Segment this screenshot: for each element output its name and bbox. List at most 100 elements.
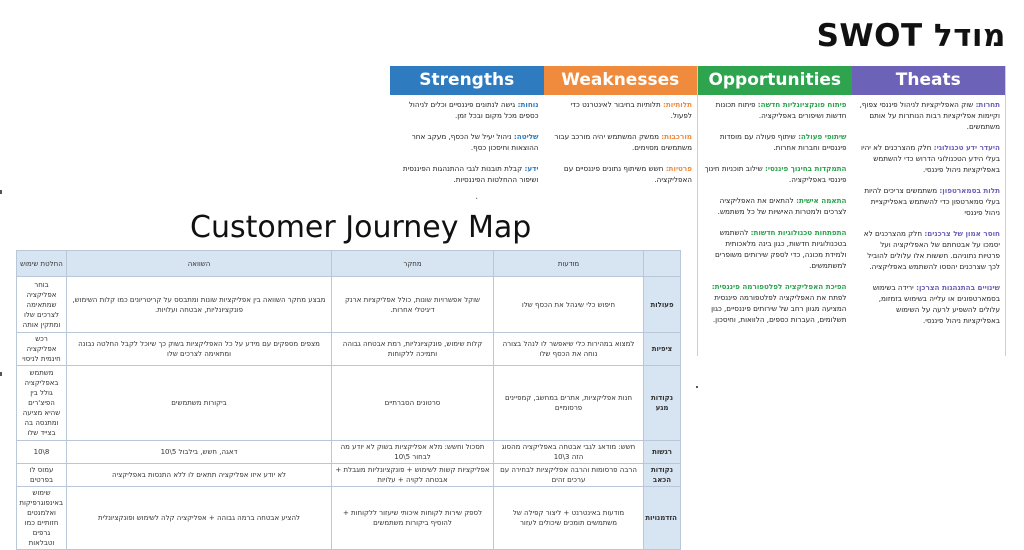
swot-item-label: פרטיות: <box>665 164 692 173</box>
swot-item: נגישות: מתאים בעלי חשבונות שאינם <box>396 195 538 199</box>
swot-item-text: חלק מהצרכנים לא יהיו בעלי הידע הטכנולוגי… <box>861 143 1000 174</box>
swot-item: נוחות: גישה לנתונים פיננסיים וכלים לניהו… <box>396 99 539 121</box>
cjm-cell: תסכול וחשש: מלא אפליקציות בשוק לא יודע מ… <box>331 440 494 464</box>
swot-body-strengths: נוחות: גישה לנתונים פיננסיים וכלים לניהו… <box>390 95 544 199</box>
page-mark <box>696 386 698 388</box>
cjm-cell: מבצע מחקר השוואה בין אפליקציות שונות ומת… <box>66 276 332 333</box>
cjm-cell: שימוש באינפוגרפיקות ואלמנטים חזותיים כמו… <box>16 486 67 550</box>
swot-item: שיתופי פעולה: שיתוף פעולה עם מוסדות פיננ… <box>704 131 847 153</box>
swot-item-label: שיתופי פעולה: <box>798 132 847 141</box>
swot-item-label: תחרות: <box>975 100 1000 109</box>
swot-header-weaknesses: Weaknesses <box>543 66 697 95</box>
swot-item-label: התפתחות טכנולוגיות חדשות: <box>750 228 847 237</box>
cjm-row-label: נקודות הכאב <box>643 463 681 487</box>
cjm-cell: עמוס לו בפרטים <box>16 463 67 487</box>
cjm-row-label: פעולות <box>643 276 681 333</box>
swot-body-weaknesses: תלותיות: תלותיות בחיבור לאינטרנט כדי לפע… <box>544 95 698 199</box>
cjm-header-comparison: השוואה <box>66 250 332 277</box>
swot-header-strengths: Strengths <box>390 66 544 95</box>
swot-item-label: התאמה אישית: <box>796 196 847 205</box>
swot-item: התפתחות טכנולוגיות חדשות: להשתמש בטכנולו… <box>704 227 847 271</box>
swot-item-label: חוסר אמון של צרכנים: <box>924 229 1000 238</box>
swot-column-weaknesses: Weaknesses תלותיות: תלותיות בחיבור לאינט… <box>543 66 698 356</box>
swot-item-text: תלותיות בחיבור לאינטרנט כדי לפעול. <box>570 100 692 120</box>
swot-item-text: שילוב תוכניות חינוך פיננסי באפליקציה. <box>704 164 847 184</box>
swot-table: Theats תחרות: שוק האפליקציות לניהול פיננ… <box>390 66 1006 356</box>
swot-item-text: שיתוף פעולה עם מוסדות פיננסיים וחברות אח… <box>719 132 847 152</box>
cjm-cell: לא יודע איזו אפליקציה תתאים לו ללא התנסו… <box>66 463 332 487</box>
cjm-header-awareness: מודעות <box>493 250 644 277</box>
cjm-cell: בוחר אפליקציה שמתאימה לצרכים שלו ומתקין … <box>16 276 67 333</box>
swot-item: התאמה אישית: להתאים את האפליקציה לצרכים … <box>704 195 847 217</box>
swot-item-text: גישה לנתונים פיננסיים וכלים לניהול כספים… <box>408 100 539 120</box>
swot-title: מודל SWOT <box>816 18 1006 54</box>
swot-header-opportunities: Opportunities <box>698 66 852 95</box>
swot-item-label: שליטה: <box>513 132 539 141</box>
swot-item-label: שינויים בהתנהגות הצרכן: <box>916 283 1000 292</box>
cjm-row-label: נקודות מגע <box>643 365 681 441</box>
swot-item: התמקדות בחינוך פיננסי: שילוב תוכניות חינ… <box>704 163 847 185</box>
swot-item-label: נוחות: <box>517 100 539 109</box>
swot-item: פיתוח פונקציונליות חדשה: פיתוח תכונות חד… <box>704 99 847 121</box>
swot-item-text: מתאים בעלי חשבונות שאינם <box>425 196 512 199</box>
swot-item: ידע: קבלת תובנות לגבי ההתנהגות הפיננסית … <box>396 163 539 185</box>
cjm-cell: אפליקציות קשות לשימוש + פונקציונליות מוג… <box>331 463 494 487</box>
swot-item-label: מורכבות: <box>661 132 692 141</box>
cjm-corner-cell <box>643 250 681 277</box>
swot-body-theats: תחרות: שוק האפליקציות לניהול פיננסי צפוף… <box>852 95 1006 326</box>
swot-item-label: תלות בסמארטפון: <box>939 186 1000 195</box>
page-mark <box>0 372 2 376</box>
swot-item-text: משתמשים צריכים להיות בעלי סמארטפון כדי ל… <box>864 186 1000 217</box>
swot-item-text: פיתוח תכונות חדשות ושיפורים באפליקציה. <box>715 100 847 120</box>
swot-item-text: ניהול יעיל של הכסף, מעקב אחר ההוצאות וחי… <box>411 132 539 152</box>
cjm-cell: משתמש באפליקציה גולל בין הפיצ'רים שהיא מ… <box>16 365 67 441</box>
swot-item: תלות בסמארטפון: משתמשים צריכים להיות בעל… <box>858 185 1000 218</box>
swot-column-strengths: Strengths נוחות: גישה לנתונים פיננסיים ו… <box>390 66 544 356</box>
cjm-cell: 8\10 <box>16 440 67 464</box>
swot-item-text: לפתח את האפליקציה לפלטפורמה פיננסית המצי… <box>711 293 847 324</box>
swot-item: היעדר ידע טכנולוגי: חלק מהצרכנים לא יהיו… <box>858 142 1000 175</box>
swot-item: פרטיות: חשש משיתוף נתונים פיננסיים עם הא… <box>550 163 692 185</box>
swot-item: שינויים בהתנהגות הצרכן: ירידה בשימוש בסמ… <box>858 282 1000 326</box>
cjm-cell: הרבה פרסומות והרבה אפליקציות לבחירה עם ע… <box>493 463 644 487</box>
swot-item-label: ידע: <box>524 164 539 173</box>
page-mark <box>0 190 2 194</box>
cjm-cell: מצפים מספקים עם מידע על כל האפליקציות בש… <box>66 332 332 366</box>
cjm-cell: להציע אבטחה ברמה גבוהה + אפליקציה קלה לש… <box>66 486 332 550</box>
cjm-cell: קלות שימוש, פונקציונליות, רמת אבטחה גבוה… <box>331 332 494 366</box>
cjm-cell: חשש: מודאג לגבי אבטחה באפליקציה מהסוג הז… <box>493 440 644 464</box>
swot-item-text: ירידה בשימוש בסמארטפונים או עלייה בשימוש… <box>872 283 1000 325</box>
cjm-title: Customer Journey Map <box>190 210 532 245</box>
cjm-cell: מודעות באינטרנט + ליצור קפילה של משתמשים… <box>493 486 644 550</box>
cjm-header-row: מודעות מחקר השוואה החלטת שימוש <box>16 250 681 277</box>
cjm-cell: דאגה, חשש, בילבול 5\10 <box>66 440 332 464</box>
cjm-cell: חנות אפליקציות, אתרים במחשב, קמפיינים פר… <box>493 365 644 441</box>
swot-item-label: תלותיות: <box>662 100 692 109</box>
cjm-header-research: מחקר <box>331 250 494 277</box>
cjm-header-decision: החלטת שימוש <box>16 250 67 277</box>
cjm-cell: ביקורות משתמשים <box>66 365 332 441</box>
swot-item-text: ממשק המשתמש יהיה מורכב עבור משתמשים מסוי… <box>554 132 692 152</box>
cjm-cell: רכש אפליקציה חינמית לניסוי <box>16 332 67 366</box>
swot-item: שליטה: ניהול יעיל של הכסף, מעקב אחר ההוצ… <box>396 131 539 153</box>
cjm-cell: סרטונים הסברתיים <box>331 365 494 441</box>
swot-item-label: פיתוח פונקציונליות חדשה: <box>757 100 847 109</box>
swot-item-label: היעדר ידע טכנולוגי: <box>933 143 1000 152</box>
swot-item-label: התמקדות בחינוך פיננסי: <box>765 164 847 173</box>
swot-item: תחרות: שוק האפליקציות לניהול פיננסי צפוף… <box>858 99 1000 132</box>
swot-item-text: חלק מהצרכנים לא יסמכו על אבטחתם של האפלי… <box>863 229 1000 271</box>
cjm-row-label: הזדמנויות <box>643 486 681 550</box>
swot-column-theats: Theats תחרות: שוק האפליקציות לניהול פיננ… <box>851 66 1006 356</box>
cjm-row-label: ציפיות <box>643 332 681 366</box>
swot-item-text: חשש משיתוף נתונים פיננסיים עם האפליקציה. <box>563 164 692 184</box>
cjm-cell: חיפוש כלי שיגהל את הכסף שלו <box>493 276 644 333</box>
swot-item-label: הפיכת האפליקציה לפלטפורמה פיננסית: <box>711 282 847 291</box>
